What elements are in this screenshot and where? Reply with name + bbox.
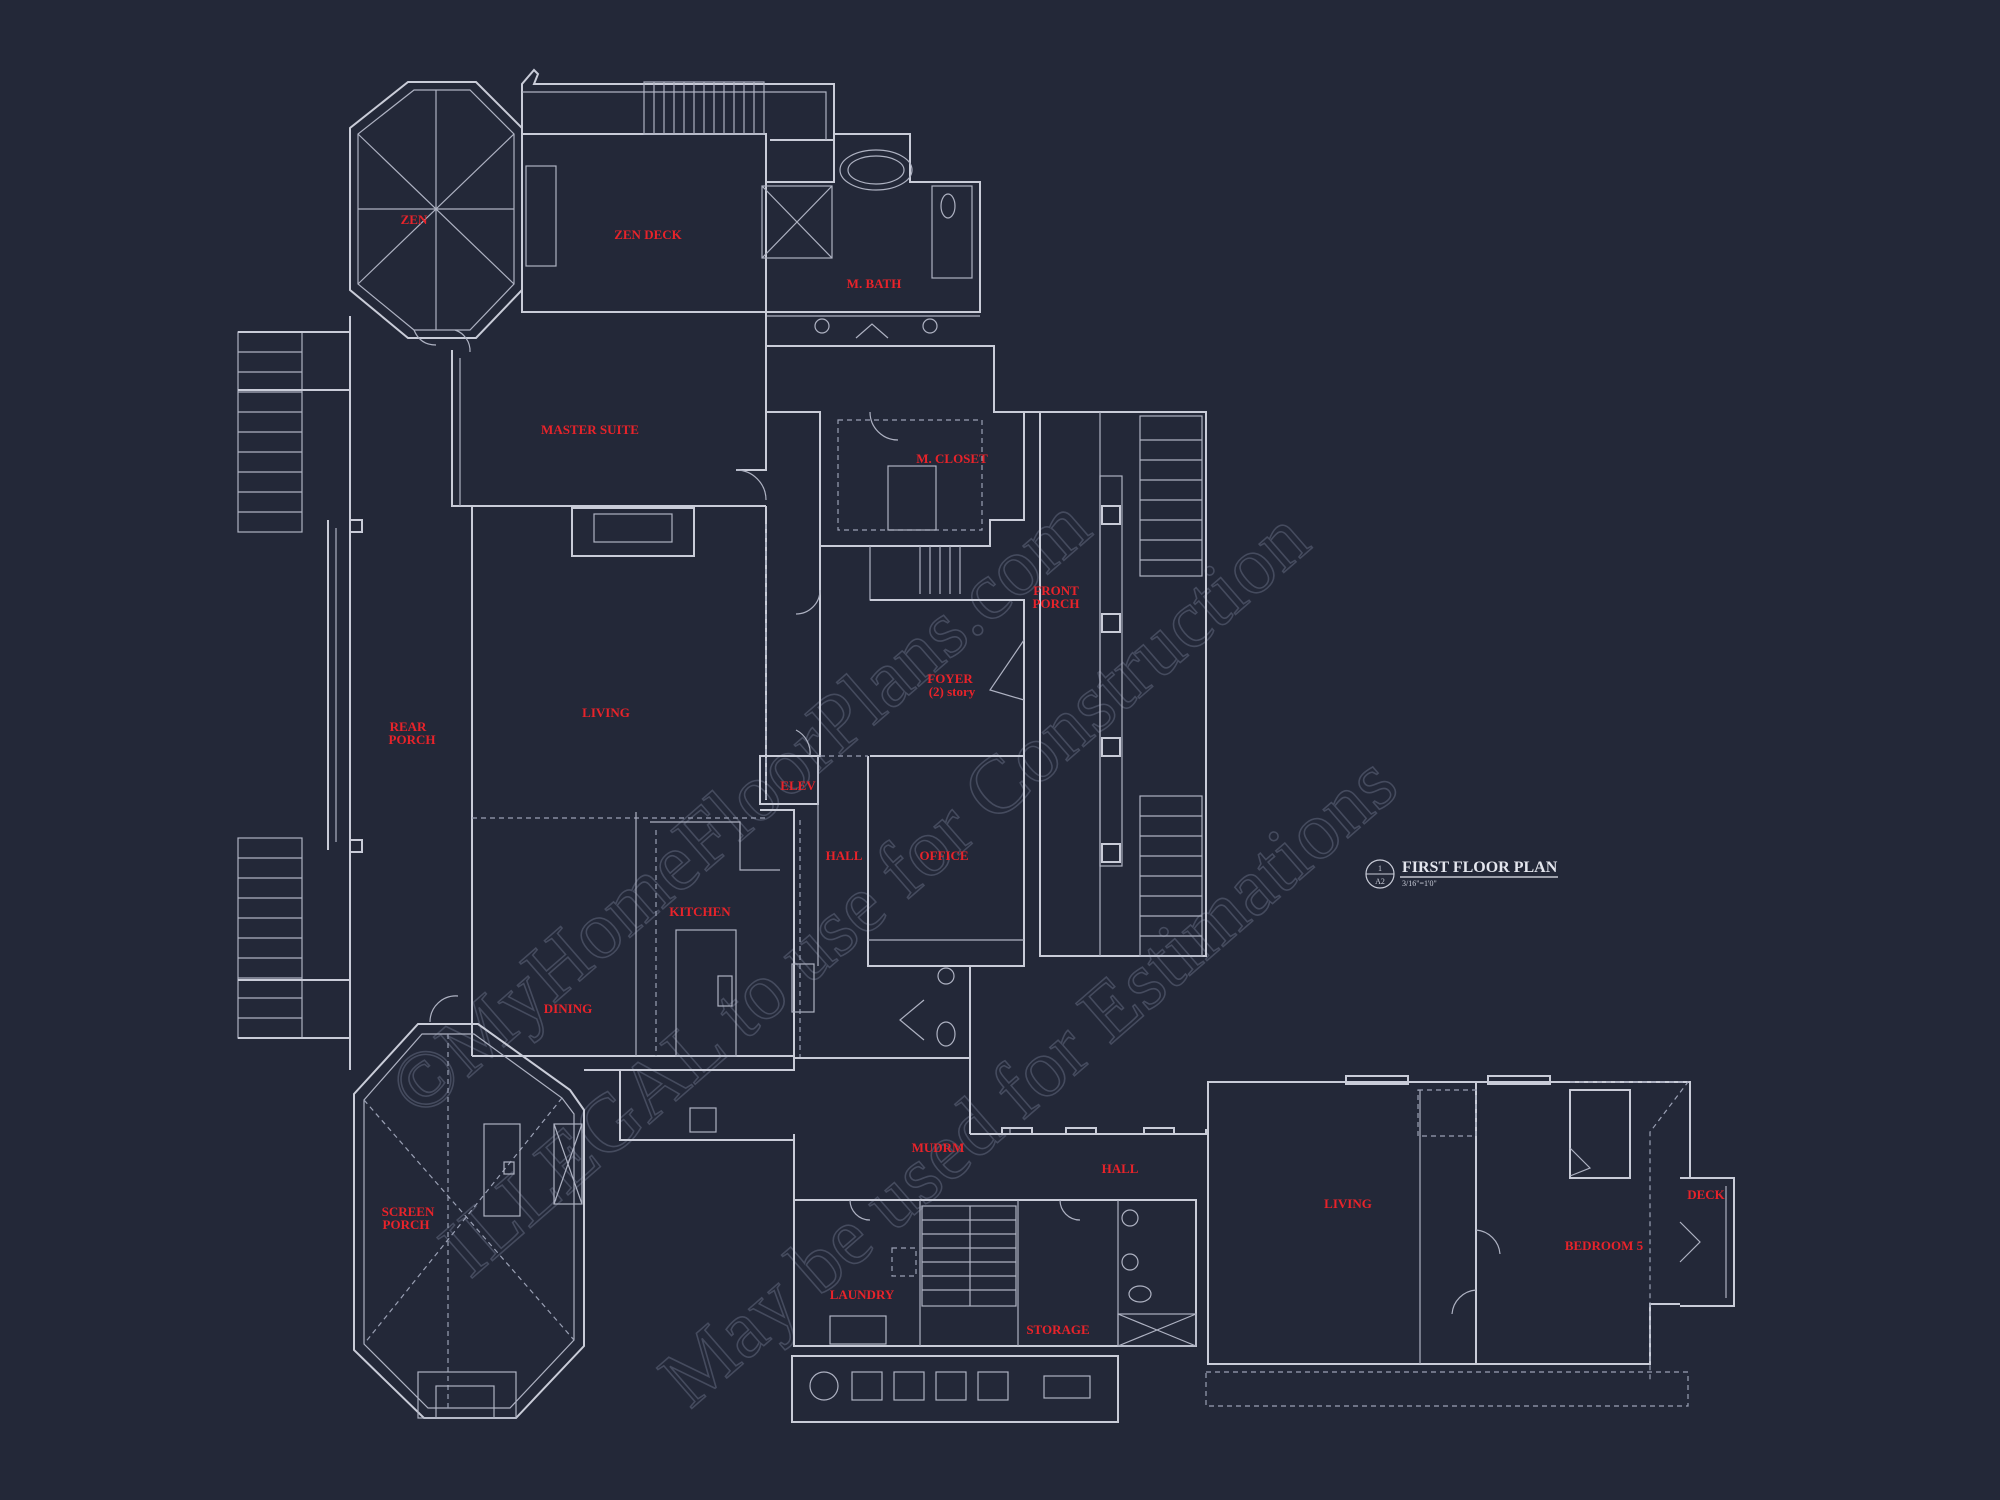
- foyer-office-walls: [759, 599, 1025, 967]
- room-labels: ZEN ZEN DECK M. BATH MASTER SUITE M. CLO…: [382, 212, 1726, 1337]
- living-label: LIVING: [582, 705, 630, 720]
- zen-deck-walls: [521, 68, 835, 313]
- rear-porch-walls: [237, 316, 363, 1070]
- foyer-label-1: FOYER: [927, 671, 973, 686]
- powder-room-walls: [899, 965, 971, 1059]
- rear-porch-label-1: REAR: [390, 719, 427, 734]
- storage-label: STORAGE: [1026, 1322, 1089, 1337]
- sheet-number: A2: [1375, 877, 1385, 886]
- m-closet-label: M. CLOSET: [916, 451, 988, 466]
- front-porch-walls: [1024, 411, 1207, 957]
- foyer-label-2: (2) story: [929, 684, 976, 699]
- rear-porch-label-2: PORCH: [389, 732, 436, 747]
- deck-label: DECK: [1687, 1187, 1725, 1202]
- front-porch-label-2: PORCH: [1033, 596, 1080, 611]
- m-bath-label: M. BATH: [847, 276, 902, 291]
- drawing-scale: 3/16"=1'0": [1402, 879, 1437, 888]
- service-wing-walls: [584, 1057, 1197, 1423]
- east-wing-walls: [970, 1075, 1735, 1407]
- title-block: 1 A2 FIRST FLOOR PLAN 3/16"=1'0": [1365, 859, 1558, 889]
- detail-number: 1: [1378, 864, 1382, 873]
- screen-porch-walls: [353, 1023, 585, 1419]
- kitchen-dining-walls: [429, 809, 815, 1060]
- zen-room-walls: [349, 81, 523, 353]
- hall-label: HALL: [826, 848, 863, 863]
- office-label: OFFICE: [919, 848, 968, 863]
- kitchen-label: KITCHEN: [669, 904, 731, 919]
- living-room-walls: [471, 506, 767, 1056]
- laundry-label: LAUNDRY: [830, 1287, 895, 1302]
- master-bath-walls: [761, 133, 981, 339]
- master-suite-walls: [451, 311, 767, 507]
- drawing-title: FIRST FLOOR PLAN: [1402, 859, 1558, 876]
- living-2-label: LIVING: [1324, 1196, 1372, 1211]
- hall-2-label: HALL: [1102, 1161, 1139, 1176]
- zen-deck-label: ZEN DECK: [614, 227, 682, 242]
- zen-label: ZEN: [401, 212, 428, 227]
- screen-porch-label-2: PORCH: [383, 1217, 430, 1232]
- dining-label: DINING: [544, 1001, 592, 1016]
- front-porch-label-1: FRONT: [1033, 583, 1079, 598]
- screen-porch-label-1: SCREEN: [382, 1204, 435, 1219]
- watermark: ©MyHomeFloorPlans.com ILLEGAL to use for…: [371, 478, 1414, 1425]
- mudrm-label: MUDRM: [912, 1140, 965, 1155]
- master-suite-label: MASTER SUITE: [541, 422, 639, 437]
- elev-label: ELEV: [780, 778, 816, 793]
- bedroom-5-label: BEDROOM 5: [1565, 1238, 1644, 1253]
